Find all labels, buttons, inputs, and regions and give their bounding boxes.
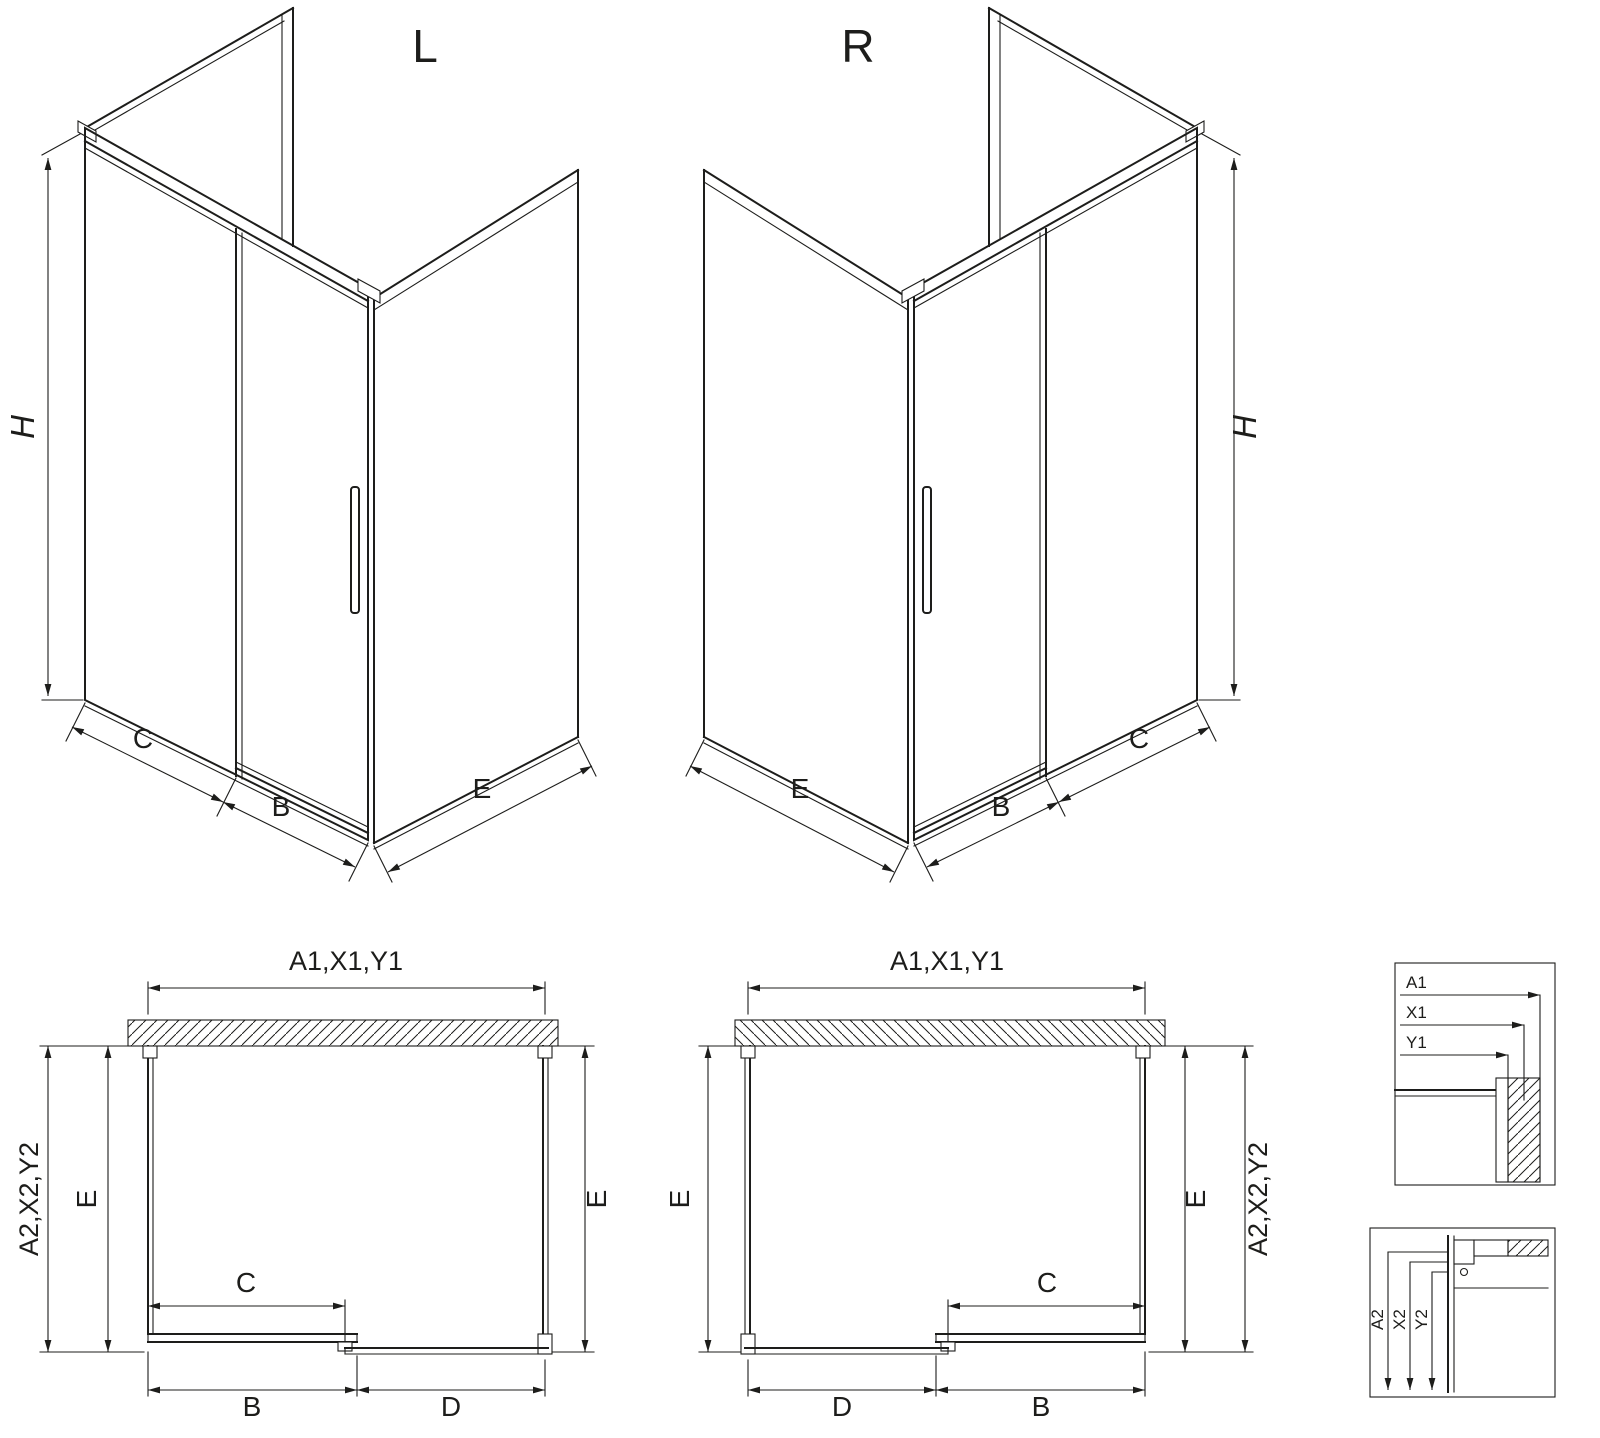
plan-left-dim-e-right: E bbox=[581, 1190, 612, 1209]
adjustment-profile bbox=[1495, 1077, 1509, 1183]
iso-right-dim-h: H bbox=[1226, 415, 1263, 439]
detail-floor-label-y2: Y2 bbox=[1412, 1309, 1431, 1330]
iso-right-dim-c: C bbox=[1129, 723, 1149, 754]
iso-left-dim-h: H bbox=[4, 415, 41, 439]
plan-right-dim-e-right: E bbox=[1180, 1190, 1211, 1209]
iso-left-dim-b: B bbox=[272, 791, 291, 822]
plan-right-dim-c: C bbox=[1037, 1267, 1057, 1298]
variant-label-left: L bbox=[412, 20, 438, 72]
plan-right-dim-a2: A2,X2,Y2 bbox=[1243, 1142, 1273, 1256]
iso-right-geometry bbox=[686, 8, 1240, 882]
fixing-point bbox=[1459, 1267, 1469, 1277]
detail-floor-label-x2: X2 bbox=[1390, 1309, 1409, 1330]
plan-right-dim-e-left: E bbox=[664, 1190, 695, 1209]
iso-right-dim-e: E bbox=[791, 773, 810, 804]
variant-label-right: R bbox=[841, 20, 874, 72]
profile-bracket bbox=[1453, 1239, 1475, 1265]
plan-right-dim-b: B bbox=[1032, 1391, 1051, 1422]
iso-left-geometry bbox=[42, 8, 596, 882]
wall-hatch bbox=[1507, 1077, 1541, 1183]
plan-left-geometry bbox=[40, 982, 594, 1396]
plan-view-right: A1,X1,Y1 A2,X2,Y2 E E C D B bbox=[664, 946, 1273, 1422]
iso-left-dim-e: E bbox=[473, 773, 492, 804]
plan-left-dim-e-left: E bbox=[71, 1190, 102, 1209]
plan-right-dim-d: D bbox=[832, 1391, 852, 1422]
detail-wall-section: A1 X1 Y1 bbox=[1394, 962, 1556, 1186]
plan-left-dim-a2: A2,X2,Y2 bbox=[14, 1142, 44, 1256]
plan-left-dim-b: B bbox=[243, 1391, 262, 1422]
plan-left-dim-a1: A1,X1,Y1 bbox=[289, 946, 403, 976]
detail-wall-label-x1: X1 bbox=[1406, 1003, 1427, 1022]
plan-right-dim-a1: A1,X1,Y1 bbox=[890, 946, 1004, 976]
iso-view-left: L H C B E bbox=[4, 8, 596, 882]
iso-left-dim-c: C bbox=[133, 723, 153, 754]
plan-view-left: A1,X1,Y1 A2,X2,Y2 E E C B D bbox=[14, 946, 612, 1422]
plan-left-dim-d: D bbox=[441, 1391, 461, 1422]
detail-floor-label-a2: A2 bbox=[1368, 1309, 1387, 1330]
plan-left-dim-c: C bbox=[236, 1267, 256, 1298]
detail-wall-label-a1: A1 bbox=[1406, 973, 1427, 992]
floor-hatch bbox=[1507, 1239, 1549, 1257]
detail-wall-label-y1: Y1 bbox=[1406, 1033, 1427, 1052]
plan-right-geometry bbox=[699, 982, 1253, 1396]
detail-floor-section: A2 X2 Y2 bbox=[1368, 1227, 1556, 1398]
iso-view-right: R H C B E bbox=[686, 8, 1263, 882]
iso-right-dim-b: B bbox=[992, 791, 1011, 822]
